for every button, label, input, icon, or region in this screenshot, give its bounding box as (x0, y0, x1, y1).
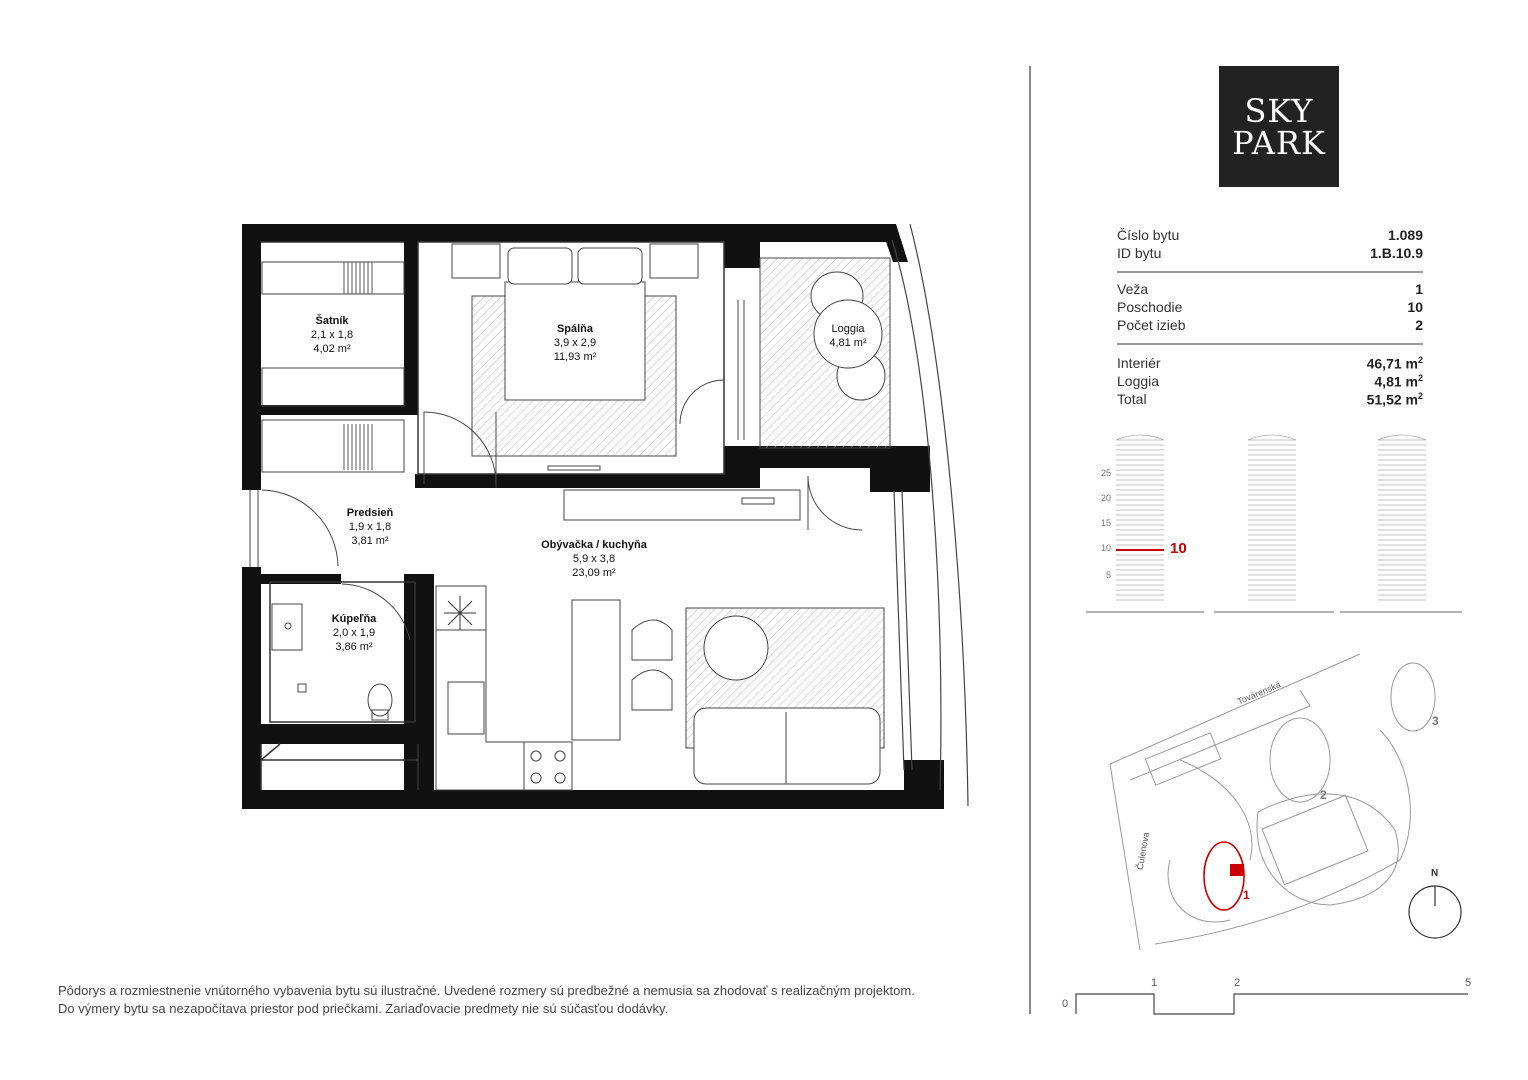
scale-bar (1075, 993, 1468, 1015)
compass-north-label: N (1431, 868, 1439, 879)
logo-line-1: SKY (1244, 92, 1314, 130)
info-label: Interiér (1117, 355, 1161, 371)
compass (1408, 885, 1462, 939)
tower-roof (1115, 434, 1165, 441)
info-value: 51,52 m2 (1366, 391, 1423, 408)
info-label: ID bytu (1117, 245, 1162, 261)
info-label: Veža (1117, 281, 1149, 297)
info-row-id: ID bytu 1.B.10.9 (1117, 245, 1423, 263)
room-name: Šatník (315, 315, 349, 327)
info-row-veza: Veža 1 (1117, 281, 1423, 299)
room-area: 11,93 m² (553, 351, 597, 363)
room-obyvacka: Obývačka / kuchyňa 5,9 x 3,8 23,09 m² (536, 538, 652, 580)
plan-walls (242, 224, 944, 809)
floor-tick: 20 (1101, 493, 1112, 503)
info-row-loggia: Loggia 4,81 m2 (1117, 373, 1423, 391)
room-dims: 2,1 x 1,8 (310, 329, 354, 341)
room-dims: 5,9 x 3,8 (572, 553, 616, 565)
room-kupelna: Kúpeľňa 2,0 x 1,9 3,86 m² (322, 612, 386, 654)
info-label: Poschodie (1117, 299, 1183, 315)
info-row-izby: Počet izieb 2 (1117, 317, 1423, 335)
apartment-location-block: Veža 1 Poschodie 10 Počet izieb 2 (1117, 281, 1423, 335)
logo-line-2: PARK (1232, 124, 1326, 162)
room-name: Spálňa (556, 323, 594, 335)
floor-tick: 15 (1101, 518, 1112, 528)
room-spalna: Spálňa 3,9 x 2,9 11,93 m² (540, 322, 610, 364)
floor-tick: 5 (1106, 570, 1112, 580)
room-area: 4,02 m² (313, 343, 351, 355)
info-divider (1117, 271, 1423, 273)
scale-label-1: 1 (1151, 977, 1158, 989)
disclaimer: Pôdorys a rozmiestnenie vnútorného vybav… (58, 982, 1018, 1018)
info-value: 1.B.10.9 (1370, 245, 1423, 261)
info-label: Počet izieb (1117, 317, 1186, 333)
disclaimer-line-2: Do výmery bytu sa nezapočítava priestor … (58, 1001, 669, 1016)
tower-roof (1377, 434, 1427, 441)
tower-3-label: 3 (1432, 714, 1439, 728)
apartment-marker (1230, 864, 1244, 876)
apartment-area-block: Interiér 46,71 m2 Loggia 4,81 m2 Total 5… (1117, 355, 1423, 409)
room-dims: 2,0 x 1,9 (332, 627, 376, 639)
floor-tick: 10 (1101, 543, 1112, 553)
highlight-floor-label: 10 (1170, 540, 1187, 557)
sky-park-logo: SKY PARK (1219, 66, 1339, 187)
room-satnik: Šatník 2,1 x 1,8 4,02 m² (300, 314, 364, 356)
info-label: Total (1117, 391, 1147, 407)
room-name: Loggia (831, 323, 865, 335)
info-label: Loggia (1117, 373, 1160, 389)
room-name: Kúpeľňa (331, 613, 377, 625)
tower-roof (1247, 434, 1297, 441)
room-area: 23,09 m² (572, 567, 616, 579)
scale-label-5: 5 (1465, 977, 1472, 989)
room-dims: 3,9 x 2,9 (553, 337, 597, 349)
info-divider (1117, 343, 1423, 345)
info-value: 1 (1415, 281, 1423, 297)
tower-1-label: 1 (1243, 888, 1250, 902)
scale-label-2: 2 (1234, 977, 1241, 989)
info-row-total: Total 51,52 m2 (1117, 391, 1423, 409)
floor-tick: 25 (1101, 468, 1112, 478)
room-loggia: Loggia 4,81 m² (818, 322, 878, 350)
info-row-cislo: Číslo bytu 1.089 (1117, 227, 1423, 245)
room-name: Obývačka / kuchyňa (541, 539, 647, 551)
info-value: 4,81 m2 (1374, 373, 1423, 390)
info-value: 46,71 m2 (1366, 355, 1423, 372)
info-value: 2 (1415, 317, 1423, 333)
info-value: 1.089 (1387, 227, 1423, 243)
room-area: 3,86 m² (335, 641, 373, 653)
tower-2-label: 2 (1320, 788, 1327, 802)
room-name: Predsieň (346, 507, 394, 519)
apartment-id-block: Číslo bytu 1.089 ID bytu 1.B.10.9 (1117, 227, 1423, 263)
tower-diagram (1115, 434, 1427, 601)
disclaimer-line-1: Pôdorys a rozmiestnenie vnútorného vybav… (58, 983, 915, 998)
info-value: 10 (1407, 299, 1423, 315)
scale-label-0: 0 (1062, 998, 1069, 1010)
site-map (1109, 653, 1436, 951)
info-label: Číslo bytu (1117, 227, 1180, 243)
room-dims: 1,9 x 1,8 (348, 521, 392, 533)
panel-divider (1029, 66, 1031, 1014)
room-area: 4,81 m² (829, 337, 867, 349)
room-area: 3,81 m² (351, 535, 389, 547)
room-predsien: Predsieň 1,9 x 1,8 3,81 m² (336, 506, 404, 548)
info-row-interier: Interiér 46,71 m2 (1117, 355, 1423, 373)
info-row-poschodie: Poschodie 10 (1117, 299, 1423, 317)
